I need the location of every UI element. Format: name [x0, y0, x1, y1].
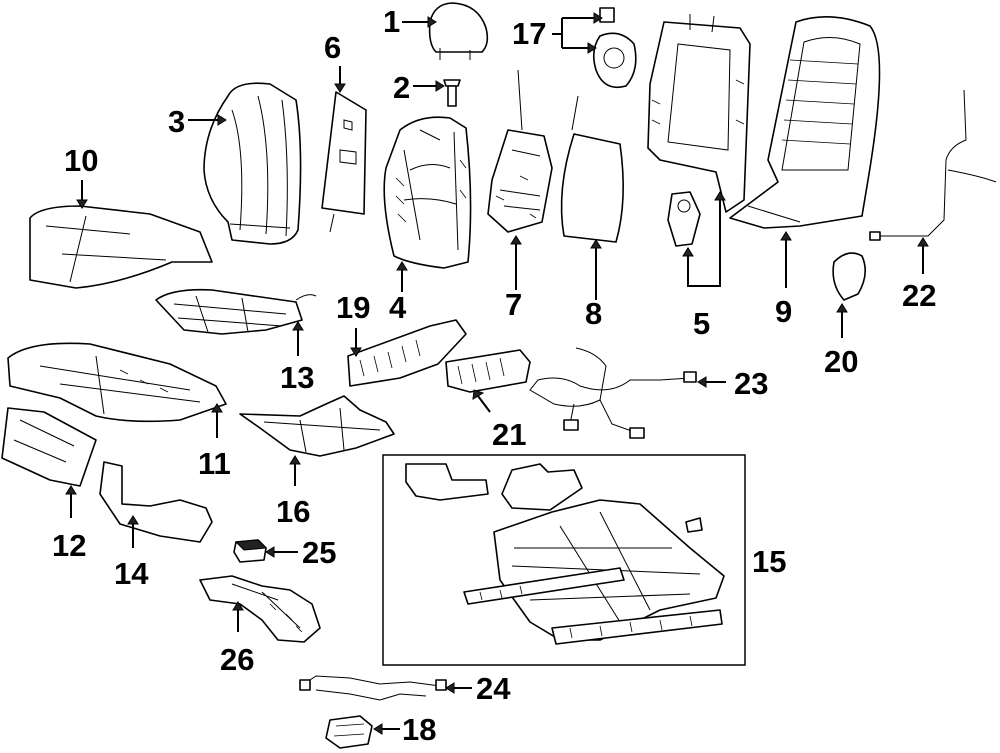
part-seat-harness[interactable]	[529, 347, 697, 439]
callout-21: 21	[472, 389, 526, 452]
part-seatback-frame[interactable]	[729, 16, 881, 229]
part-cushion-frame[interactable]	[7, 342, 227, 423]
part-side-shield[interactable]	[1, 407, 97, 487]
part-seatback-board[interactable]	[321, 91, 367, 233]
callout-6: 6	[324, 30, 346, 93]
callout-23: 23	[697, 366, 768, 401]
part-seatback-panel[interactable]	[560, 133, 624, 243]
callout-19: 19	[336, 290, 370, 357]
svg-text:16: 16	[276, 494, 310, 529]
callout-14: 14	[114, 515, 149, 591]
svg-text:20: 20	[824, 344, 858, 379]
callout-4: 4	[389, 261, 408, 325]
callout-26: 26	[220, 601, 254, 677]
part-seat-adjuster[interactable]	[382, 454, 746, 666]
part-seatback-frame-rear[interactable]	[647, 14, 751, 213]
part-lower-harness[interactable]	[299, 675, 447, 701]
part-clip[interactable]	[233, 539, 268, 563]
part-seatback-cover[interactable]	[203, 82, 302, 245]
svg-text:9: 9	[775, 294, 792, 329]
svg-text:4: 4	[389, 290, 407, 325]
callout-2: 2	[393, 70, 445, 105]
svg-text:12: 12	[52, 528, 86, 563]
svg-text:8: 8	[585, 296, 602, 331]
svg-text:13: 13	[280, 360, 314, 395]
svg-text:25: 25	[302, 535, 336, 570]
svg-text:17: 17	[512, 16, 546, 51]
part-headrest[interactable]	[428, 2, 489, 60]
callout-17: 17	[512, 12, 603, 54]
part-knob[interactable]	[832, 252, 866, 301]
svg-text:10: 10	[64, 143, 98, 178]
callout-15: 15	[752, 544, 786, 579]
callout-12: 12	[52, 485, 86, 563]
callout-1: 1	[383, 4, 437, 39]
part-heater-element[interactable]	[155, 288, 317, 335]
callout-3: 3	[168, 104, 227, 139]
part-switch-assembly[interactable]	[592, 7, 637, 89]
part-recliner-motors[interactable]	[667, 191, 701, 247]
svg-text:6: 6	[324, 30, 341, 65]
part-switch-bezel[interactable]	[347, 319, 467, 387]
part-bracket[interactable]	[199, 575, 321, 643]
callout-7: 7	[505, 235, 522, 322]
callout-8: 8	[585, 239, 602, 331]
svg-text:3: 3	[168, 104, 185, 139]
svg-text:7: 7	[505, 287, 522, 322]
part-connector[interactable]	[325, 715, 373, 749]
callout-25: 25	[265, 535, 336, 570]
svg-text:5: 5	[693, 306, 710, 341]
part-lumbar-support[interactable]	[487, 69, 579, 233]
part-cushion-spring[interactable]	[239, 395, 395, 457]
part-cushion-cover[interactable]	[29, 205, 213, 289]
callout-22: 22	[902, 237, 936, 313]
svg-text:11: 11	[198, 446, 231, 481]
svg-text:23: 23	[734, 366, 768, 401]
part-seatback-pad[interactable]	[383, 116, 472, 269]
svg-text:15: 15	[752, 544, 786, 579]
part-wire-harness[interactable]	[869, 89, 997, 241]
callout-10: 10	[64, 143, 98, 209]
svg-text:2: 2	[393, 70, 410, 105]
svg-text:18: 18	[402, 712, 436, 747]
svg-text:14: 14	[114, 556, 149, 591]
callout-9: 9	[775, 231, 792, 329]
svg-text:22: 22	[902, 278, 936, 313]
svg-text:24: 24	[476, 671, 511, 706]
svg-text:21: 21	[492, 417, 526, 452]
callout-20: 20	[824, 303, 858, 379]
callout-18: 18	[373, 712, 436, 747]
callout-11: 11	[198, 403, 231, 481]
svg-text:1: 1	[383, 4, 400, 39]
callout-24: 24	[445, 671, 511, 706]
callout-5: 5	[682, 191, 726, 341]
callout-16: 16	[276, 455, 310, 529]
svg-text:26: 26	[220, 642, 254, 677]
callout-13: 13	[280, 321, 314, 395]
svg-text:19: 19	[336, 290, 370, 325]
part-headrest-guide[interactable]	[443, 79, 461, 107]
part-inner-shield[interactable]	[99, 461, 213, 543]
part-control-module[interactable]	[445, 349, 531, 393]
